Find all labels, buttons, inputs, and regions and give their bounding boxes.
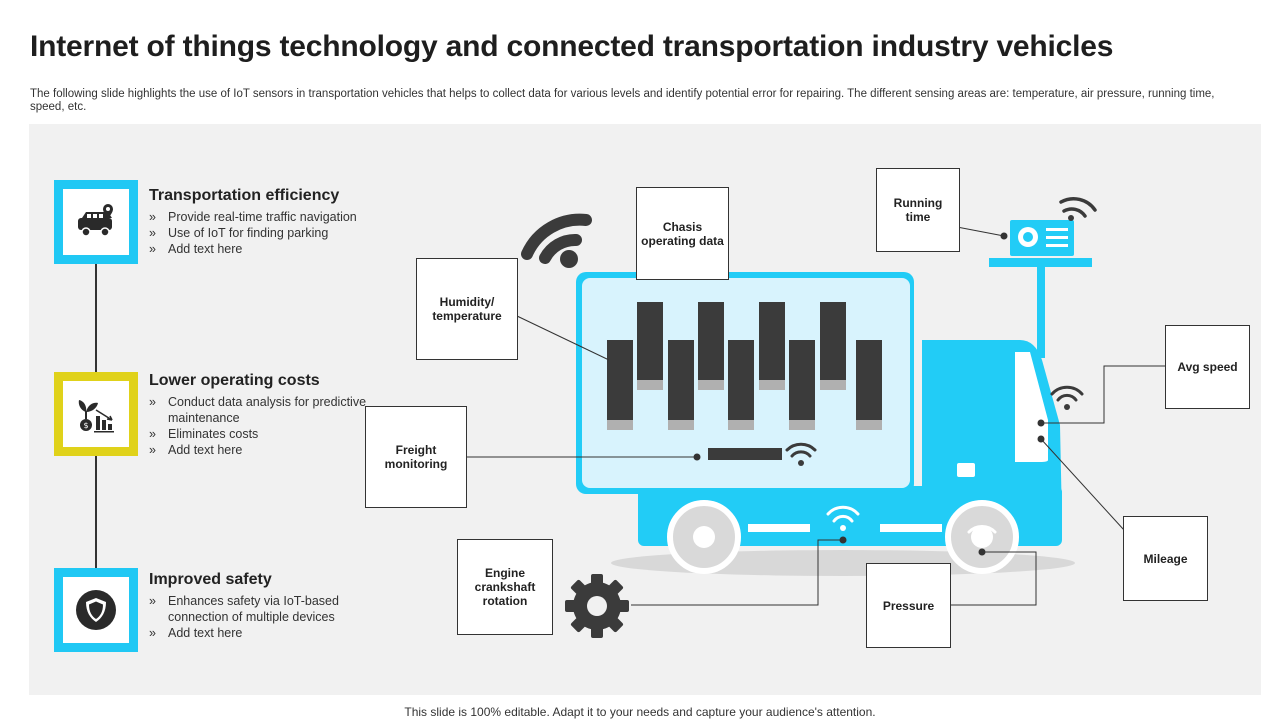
freight-sensor — [708, 448, 782, 460]
feature-point: Add text here — [149, 241, 389, 257]
connector-dots — [693, 232, 1045, 556]
connector-line — [95, 262, 97, 374]
feature-icon-box: $ — [54, 372, 138, 456]
sensor-label-pressure: Pressure — [866, 563, 951, 648]
door-handle — [957, 463, 975, 477]
feature-icon-box — [54, 568, 138, 652]
feature-point: Add text here — [149, 442, 389, 458]
sensor-label-avg-speed: Avg speed — [1165, 325, 1250, 409]
feature-point: Enhances safety via IoT-based connection… — [149, 593, 389, 625]
sensor-label-running-time: Running time — [876, 168, 960, 252]
sensor-label-mileage: Mileage — [1123, 516, 1208, 601]
feature-point: Conduct data analysis for predictive mai… — [149, 394, 389, 426]
sensor-label-freight: Freight monitoring — [365, 406, 467, 508]
sensor-label-chasis: Chasis operating data — [636, 187, 729, 280]
wifi-icon — [826, 505, 860, 523]
feature-title: Improved safety — [149, 571, 272, 588]
shield-icon — [76, 590, 116, 630]
feature-point: Add text here — [149, 625, 389, 641]
sensor-label-humidity: Humidity/ temperature — [416, 258, 518, 360]
feature-title: Transportation efficiency — [149, 187, 340, 204]
feature-lower-operating-costs: Lower operating costs Conduct data analy… — [149, 372, 389, 458]
feature-point: Eliminates costs — [149, 426, 389, 442]
connector-line — [95, 454, 97, 570]
connector-lines — [466, 226, 1165, 606]
feature-icon-box — [54, 180, 138, 264]
page-subtitle: The following slide highlights the use o… — [30, 88, 1215, 113]
svg-text:$: $ — [83, 421, 88, 430]
wifi-icon — [521, 213, 592, 264]
feature-title: Lower operating costs — [149, 372, 320, 389]
cost-reduction-icon: $ — [78, 400, 114, 433]
cargo-bars — [607, 302, 882, 420]
wifi-icon — [1059, 197, 1097, 218]
wifi-icon — [967, 525, 997, 540]
wifi-icon — [1050, 385, 1084, 402]
feature-point: Provide real-time traffic navigation — [149, 209, 389, 225]
sensor-label-engine: Engine crankshaft rotation — [457, 539, 553, 635]
feature-improved-safety: Improved safety Enhances safety via IoT-… — [149, 571, 389, 641]
footer-note: This slide is 100% editable. Adapt it to… — [404, 705, 876, 719]
feature-point: Use of IoT for finding parking — [149, 225, 389, 241]
feature-transportation-efficiency: Transportation efficiency Provide real-t… — [149, 187, 389, 257]
wifi-icon — [785, 442, 817, 458]
page-title: Internet of things technology and connec… — [30, 30, 1114, 63]
antenna-platform — [989, 258, 1092, 267]
vehicle-location-icon — [78, 204, 113, 237]
antenna-pole — [1037, 262, 1045, 358]
cabin-window — [1015, 352, 1048, 462]
